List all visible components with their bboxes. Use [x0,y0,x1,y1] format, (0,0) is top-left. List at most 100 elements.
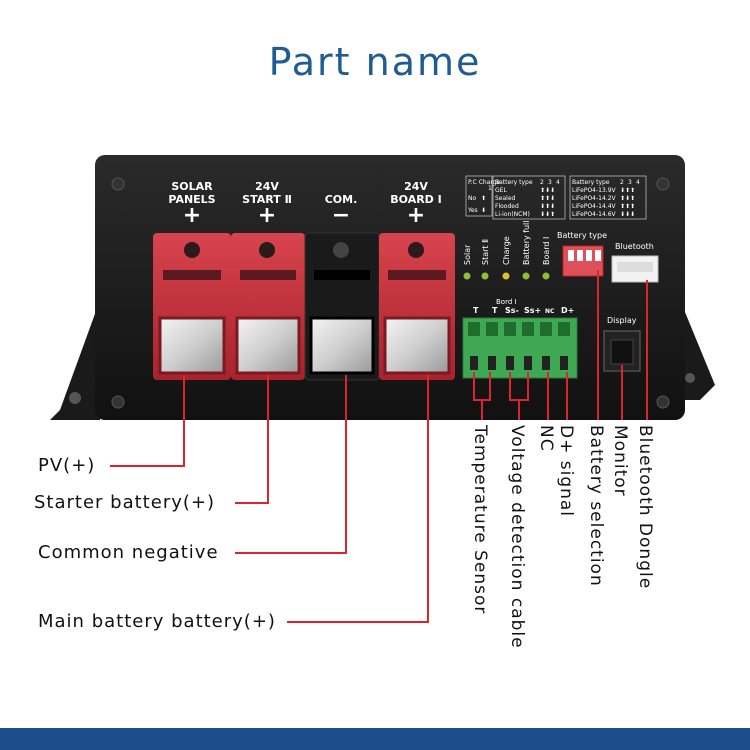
spec-table-1-row-2-val: ⬇ [481,207,486,214]
terminal-board [379,233,455,380]
screw-tl [111,177,125,191]
spec-table-1-row-1: No [468,195,476,202]
spec-table-1-row-2: Yes [467,207,478,214]
spec-table-2-col-2: 2 [540,179,544,186]
display-port-inner [610,339,634,365]
terminal-1-bottom: PANELS [168,193,215,206]
spec-table-2-row-2: Sealed [495,195,516,202]
label-main-battery: Main battery battery(+) [38,611,276,632]
leader-common [235,375,347,554]
battery-type-label: Battery type [557,231,607,240]
connector-pin-labels: T T Ss- Ss+ NC D+ [473,306,574,315]
terminal-solar [153,233,231,380]
screw-tr [656,177,670,191]
terminal-4-bottom: BOARD Ⅰ [390,193,441,206]
bottom-bar [0,728,750,750]
dip-4 [595,250,601,261]
left-flange-hole [69,392,81,404]
spec-table-1-row-1-val: ⬆ [481,195,486,202]
spec-table-3-header: Battery type [572,179,610,186]
display-label: Display [607,316,637,325]
spec-table-2-row-1-val: ⬆⬇⬇ [540,187,555,194]
terminal-2-sign: + [258,203,276,228]
spec-table-3 [569,175,647,220]
terminal-common [304,232,380,381]
led-board [542,272,550,280]
label-battery-selection: Battery selection [586,425,606,587]
spec-table-3-col-4: 4 [636,179,640,186]
pin-label-nc: NC [545,308,555,315]
terminal-block-slots [468,322,570,336]
page-title: Part name [268,40,482,84]
indicator-board-label: Board Ⅰ [542,237,551,265]
right-flange [680,300,715,400]
led-start [481,272,489,280]
spec-table-3-row-2-val: ⬆⬇⬆ [620,195,635,202]
led-solar [463,272,471,280]
terminal-1-top: SOLAR [171,180,213,193]
spec-table-1 [465,175,493,217]
indicator-labels: Solar Start Ⅱ Charge Battery full Board … [463,221,551,265]
spec-table-3-col-3: 3 [628,179,632,186]
label-pv: PV(+) [38,455,96,476]
pin-label-t1: T [473,306,479,315]
terminal-3-bottom: COM. [325,193,358,206]
spec-table-3-row-4: LiFePO4-14.6V [572,211,617,218]
spec-table-3-row-1-val: ⬇⬆⬆ [620,187,635,194]
label-starter-battery: Starter battery(+) [34,492,215,513]
spec-table-2-col-4: 4 [556,179,560,186]
label-dplus-signal: D+ signal [556,425,576,518]
spec-table-2-row-4-val: ⬇⬇⬆ [540,211,555,218]
dip-3 [586,250,592,261]
spec-table-3-row-2: LiFePO4-14.2V [572,195,617,202]
pin-label-t2: T [492,306,498,315]
bluetooth-label: Bluetooth [615,242,654,251]
pin-label-dplus: D+ [561,306,574,315]
spec-tables: P.C Charge 1 No ⬆ Yes ⬇ Battery type 2 3… [465,175,647,220]
left-flange [50,300,100,420]
label-temperature-sensor: Temperature Sensor [470,425,490,615]
spec-table-3-row-3-val: ⬆⬆⬆ [620,203,635,210]
bord-header-label: Bord Ⅰ [496,298,517,306]
spec-table-2-row-1: GEL [495,187,507,194]
led-full [522,272,530,280]
terminal-4-top: 24V [404,180,428,193]
indicator-full-label: Battery full [522,221,531,265]
spec-table-3-row-3: LiFePO4-14.4V [572,203,617,210]
leader-main [287,375,429,623]
spec-table-2-header: Battery type [495,179,533,186]
leader-starter [235,375,269,504]
indicator-solar-label: Solar [463,244,472,265]
terminal-2-bottom: START Ⅱ [242,193,292,206]
dip-2 [577,250,583,261]
spec-table-2-row-4: Li-ion(NCM) [495,211,530,218]
led-charge [502,272,510,280]
spec-table-3-row-1: LiFePO4-13.9V [572,187,617,194]
spec-table-2 [492,175,566,220]
pin-label-ss-minus: Ss- [505,306,519,315]
terminal-2-top: 24V [255,180,279,193]
label-bluetooth-dongle: Bluetooth Dongle [635,425,655,590]
spec-table-1-header: P.C Charge [468,179,501,186]
spec-table-3-row-4-val: ⬇⬇⬇ [620,211,635,218]
terminal-1-sign: + [183,203,201,228]
label-nc: NC [536,425,556,452]
pin-label-ss-plus: Ss+ [524,306,541,315]
label-common-negative: Common negative [38,542,219,563]
spec-table-3-col-2: 2 [620,179,624,186]
spec-table-2-row-2-val: ⬆⬆⬇ [540,195,555,202]
terminal-3-sign: − [332,203,350,228]
label-monitor: Monitor [610,425,630,497]
terminal-block-screws [470,356,568,370]
screw-bl [111,395,125,409]
spec-table-1-col: 1 [488,185,492,192]
label-voltage-detection: Voltage detection cable [507,425,527,649]
leader-pv [110,375,185,467]
screw-br [656,395,670,409]
spec-table-2-row-3: Flooded [495,203,519,210]
bluetooth-slot [617,262,653,272]
terminal-4-sign: + [407,203,425,228]
indicator-start-label: Start Ⅱ [481,239,490,265]
leader-lines [110,270,648,623]
spec-table-2-row-3-val: ⬇⬆⬇ [540,203,555,210]
